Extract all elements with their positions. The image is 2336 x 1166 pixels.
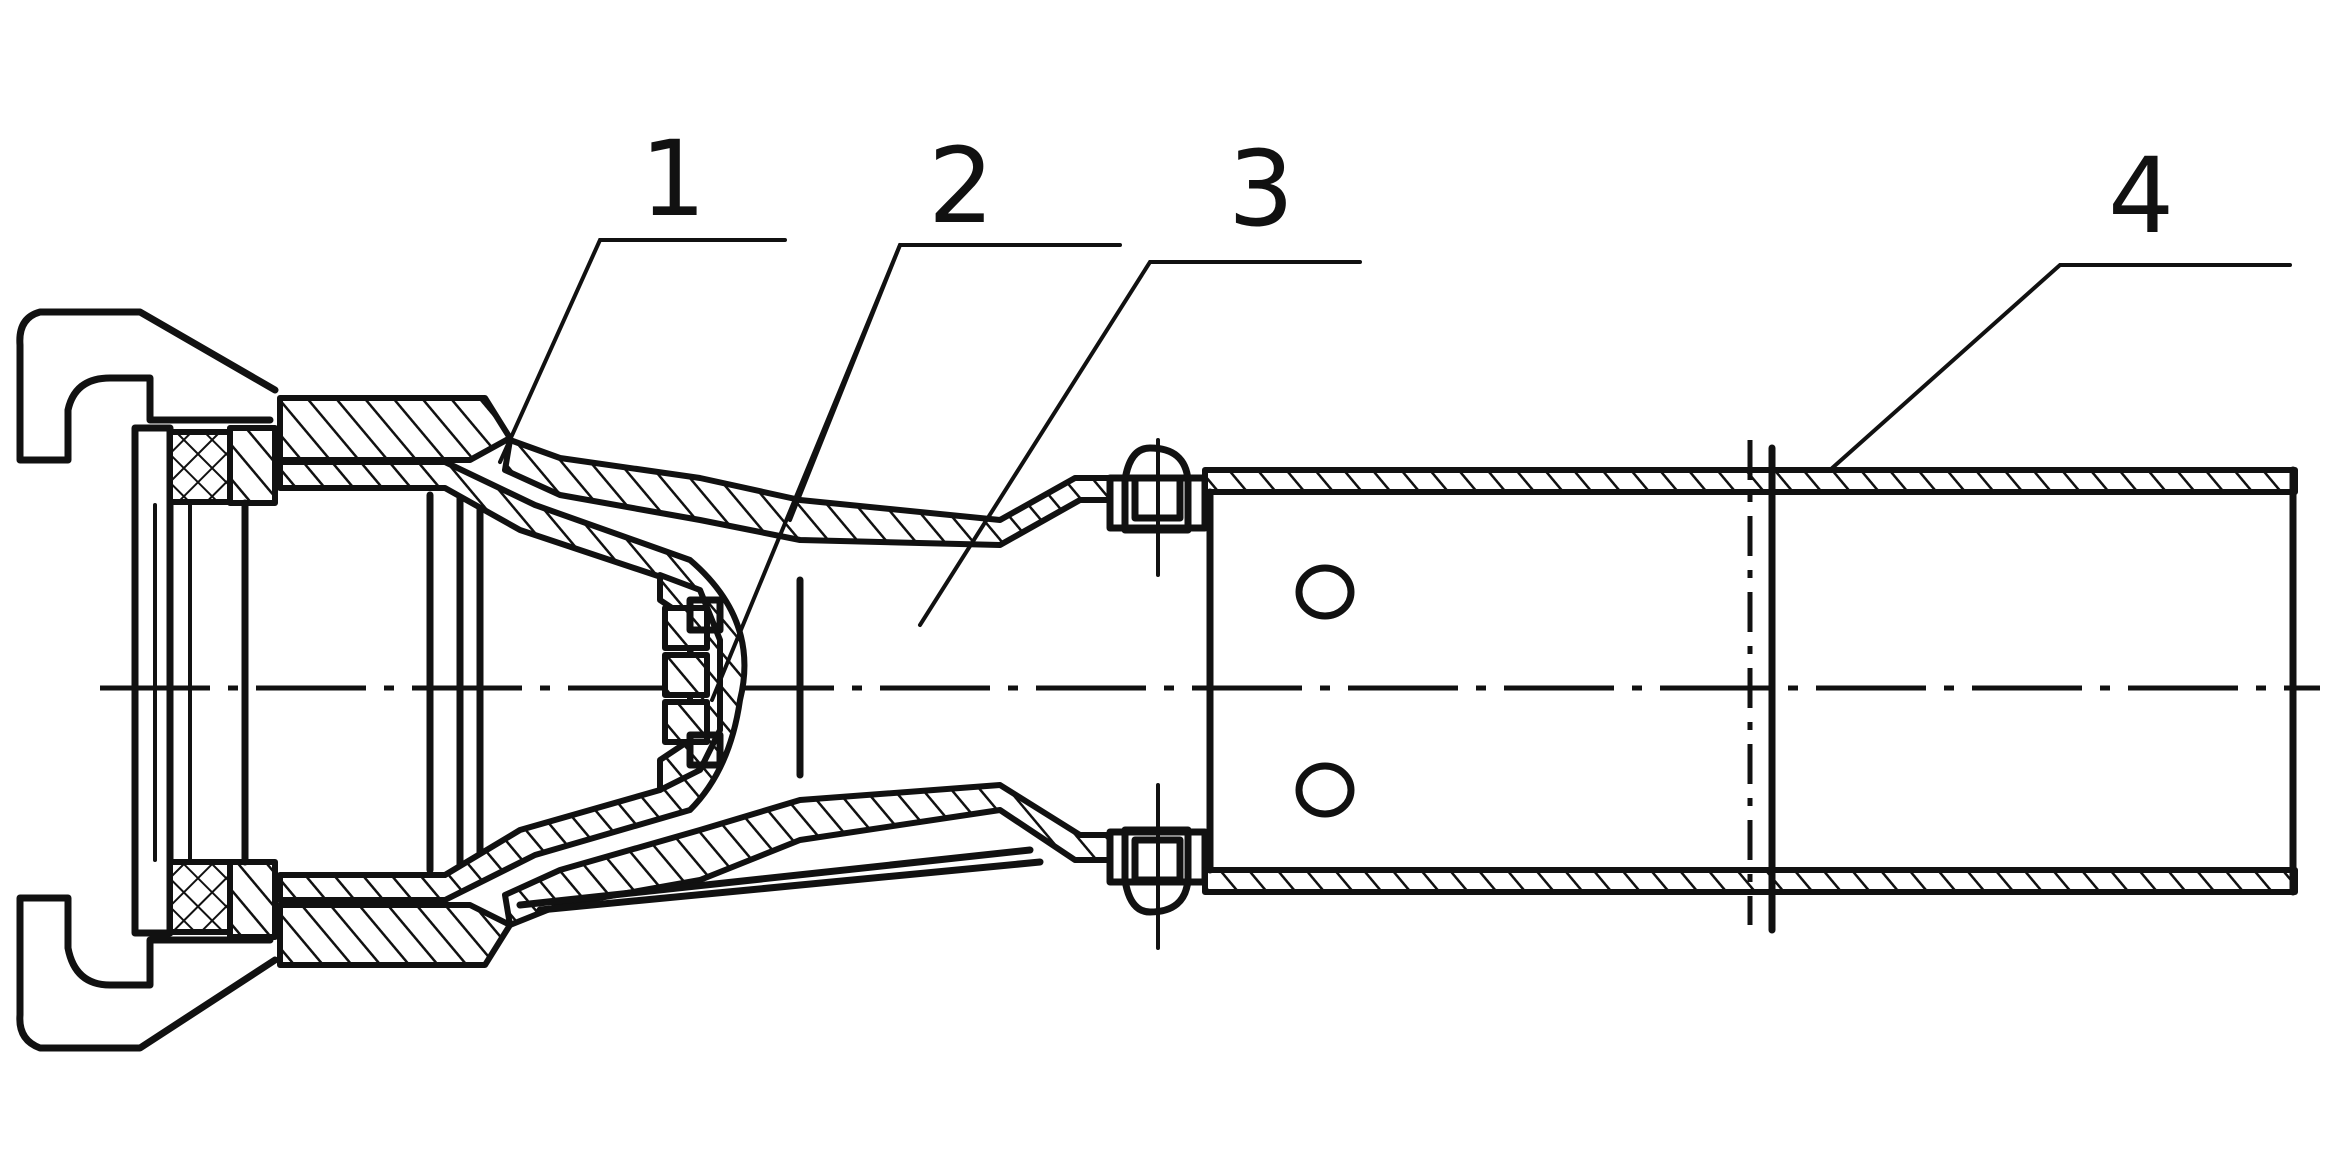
nozzle-insert — [657, 572, 724, 793]
bolt-bottom — [1106, 783, 1209, 950]
port-hole-top — [1295, 564, 1355, 620]
callout-1: 1 — [640, 118, 706, 240]
callout-2: 2 — [928, 125, 994, 247]
callout-4: 4 — [2108, 135, 2174, 257]
callout-3: 3 — [1228, 128, 1294, 250]
outer-shell — [502, 437, 1113, 928]
coupling-flange — [131, 424, 278, 940]
leader-lines — [498, 238, 2292, 702]
coupling-body — [277, 395, 513, 968]
coupling-claw-top — [16, 308, 279, 464]
seal-ring-top — [167, 429, 233, 505]
coupling-claw-bottom — [16, 894, 279, 1052]
bolt-top — [1106, 438, 1209, 577]
port-hole-bottom — [1295, 762, 1355, 818]
seal-ring-bottom — [167, 859, 233, 935]
pipe-body — [1202, 440, 2298, 934]
